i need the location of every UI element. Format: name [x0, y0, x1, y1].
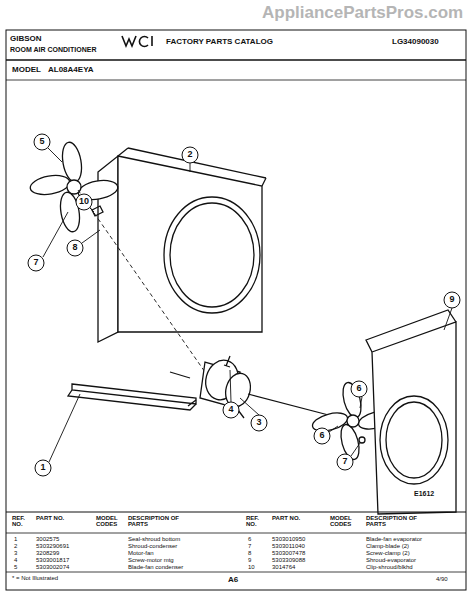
- part-description: Clamp-blade (2): [366, 543, 409, 549]
- part-description: Screw-clamp (2): [366, 550, 410, 556]
- callout-number: 3: [256, 418, 261, 427]
- part-number: 5303290691: [36, 543, 69, 549]
- footnote: * = Not Illustrated: [12, 575, 58, 581]
- callout-number: 9: [449, 295, 454, 304]
- ref-number: 7: [248, 543, 251, 549]
- catalog-number: LG34090030: [392, 38, 439, 46]
- ref-number: 1: [14, 536, 17, 542]
- part-number: 3208299: [36, 550, 59, 556]
- ref-number: 9: [248, 557, 251, 563]
- callout-number: 4: [228, 405, 233, 414]
- part-number: 5303010950: [272, 536, 305, 542]
- table-header: DESCRIPTION OF PARTS: [366, 515, 426, 528]
- date: 4/90: [436, 576, 448, 582]
- brand: GIBSON: [10, 35, 42, 43]
- callout-number: 8: [72, 243, 77, 252]
- callout-number: 5: [39, 137, 44, 146]
- watermark: AppliancePartsPros.com: [262, 4, 463, 22]
- page-number: A6: [228, 576, 238, 584]
- ref-number: 6: [248, 536, 251, 542]
- callout-number: 10: [79, 197, 89, 206]
- part-number: 5303001817: [36, 557, 69, 563]
- part-description: Blade-fan evaporator: [366, 536, 422, 542]
- callout-number: 1: [40, 463, 45, 472]
- table-header: PART NO.: [272, 515, 306, 521]
- ref-number: 8: [248, 550, 251, 556]
- model-heading: MODEL: [12, 66, 41, 74]
- callout-number: 7: [33, 258, 38, 267]
- table-header: PART NO.: [36, 515, 70, 521]
- part-description: Clip-shroud/blkhd: [366, 564, 413, 570]
- ref-number: 10: [248, 564, 255, 570]
- ref-number: 3: [14, 550, 17, 556]
- part-description: Motor-fan: [128, 550, 154, 556]
- part-description: Screw-motor mtg: [128, 557, 174, 563]
- table-header: MODEL CODES: [330, 515, 360, 528]
- part-number: 5303002074: [36, 564, 69, 570]
- ref-number: 2: [14, 543, 17, 549]
- table-header: DESCRIPTION OF PARTS: [128, 515, 188, 528]
- part-number: 5303309088: [272, 557, 305, 563]
- catalog-title: FACTORY PARTS CATALOG: [166, 38, 273, 46]
- part-description: Shroud-condenser: [128, 543, 177, 549]
- part-number: 3002575: [36, 536, 59, 542]
- product-type: ROOM AIR CONDITIONER: [10, 46, 96, 53]
- table-header: REF. NO.: [246, 515, 266, 528]
- part-number: 5303011040: [272, 543, 305, 549]
- callout-number: 7: [342, 457, 347, 466]
- figure-id: E1612: [414, 490, 434, 497]
- part-number: 3014764: [272, 564, 295, 570]
- model-number: AL08A4EYA: [48, 66, 94, 74]
- callout-number: 2: [187, 150, 192, 159]
- table-header: REF. NO.: [12, 515, 32, 528]
- callout-number: 6: [319, 431, 324, 440]
- part-description: Shroud-evaporator: [366, 557, 416, 563]
- ref-number: 5: [14, 564, 17, 570]
- ref-number: 4: [14, 557, 17, 563]
- part-number: 5303007478: [272, 550, 305, 556]
- callout-number: 6: [356, 384, 361, 393]
- part-description: Seal-shroud bottom: [128, 536, 180, 542]
- part-description: Blade-fan condenser: [128, 564, 183, 570]
- table-header: MODEL CODES: [96, 515, 126, 528]
